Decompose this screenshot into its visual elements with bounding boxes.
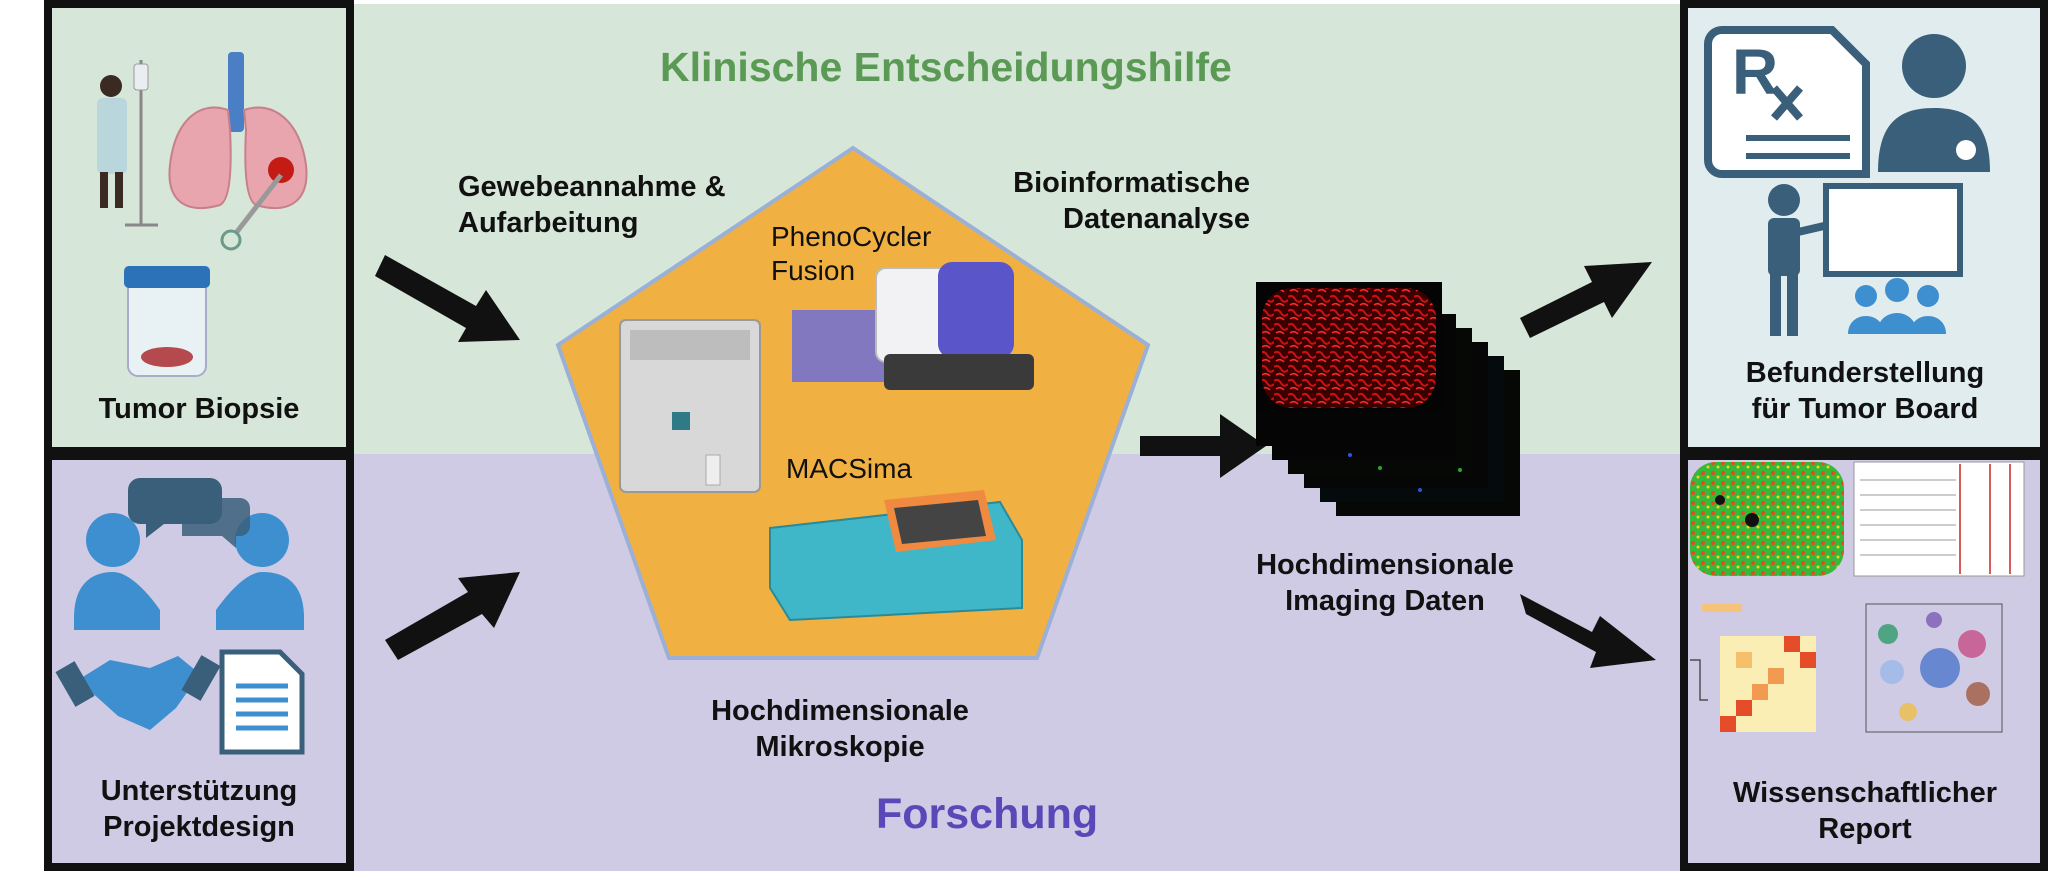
phenocycler-icon: [792, 262, 1034, 390]
lungs-icon: [168, 52, 308, 251]
phenocycler-label-line2: Fusion: [771, 255, 856, 286]
specimen-jar-icon: [124, 266, 210, 377]
handshake-icon: [55, 655, 221, 730]
data-table-thumbnail: [1853, 461, 2025, 577]
tissue-map-thumbnail: [1690, 462, 1844, 576]
report-label-line2: Report: [1818, 813, 1912, 845]
tsne-plot-thumbnail: [1865, 603, 2003, 733]
audience-icon: [1848, 278, 1946, 334]
macsima-label: MACSima: [786, 453, 913, 484]
tumor-biopsie-panel: [44, 0, 354, 455]
bioinf-label-line1: Bioinformatische: [1013, 167, 1250, 199]
gewebe-label-line2: Aufarbeitung: [458, 207, 639, 239]
unterstuetzung-label-line2: Projektdesign: [103, 811, 295, 843]
unterstuetzung-label-line1: Unterstützung: [100, 775, 298, 807]
arrow-icon: [375, 255, 1656, 668]
mikro-label-line1: Hochdimensionale: [711, 695, 969, 727]
doctor-icon: [1878, 34, 1990, 172]
befund-label-line2: für Tumor Board: [1751, 393, 1979, 425]
document-icon: [219, 649, 305, 755]
bioinf-label-line2: Datenanalyse: [1063, 203, 1250, 235]
discussion-icon: [74, 478, 304, 630]
clinical-section-title: Klinische Entscheidungshilfe: [660, 44, 1232, 90]
gewebe-label-line1: Gewebeannahme &: [458, 171, 726, 203]
patient-icon: [97, 60, 158, 227]
presenter-icon: [1768, 183, 1963, 336]
mikro-label-line2: Mikroskopie: [755, 731, 925, 763]
imaging-data-stack-icon: [1256, 282, 1520, 516]
phenocycler-label-line1: PhenoCycler: [771, 221, 932, 252]
tumor-biopsie-label: Tumor Biopsie: [98, 393, 300, 425]
befund-label-line1: Befunderstellung: [1745, 357, 1985, 389]
cryostat-icon: [619, 319, 761, 493]
imaging-label-line1: Hochdimensionale: [1256, 549, 1514, 581]
prescription-icon: R: [1704, 26, 1870, 178]
report-label-line1: Wissenschaftlicher: [1732, 777, 1998, 809]
macsima-icon: [769, 490, 1023, 622]
imaging-label-line2: Imaging Daten: [1285, 585, 1485, 617]
heatmap-thumbnail: [1690, 604, 1816, 732]
svg-text:R: R: [1732, 36, 1778, 108]
research-section-title: Forschung: [876, 790, 1099, 838]
